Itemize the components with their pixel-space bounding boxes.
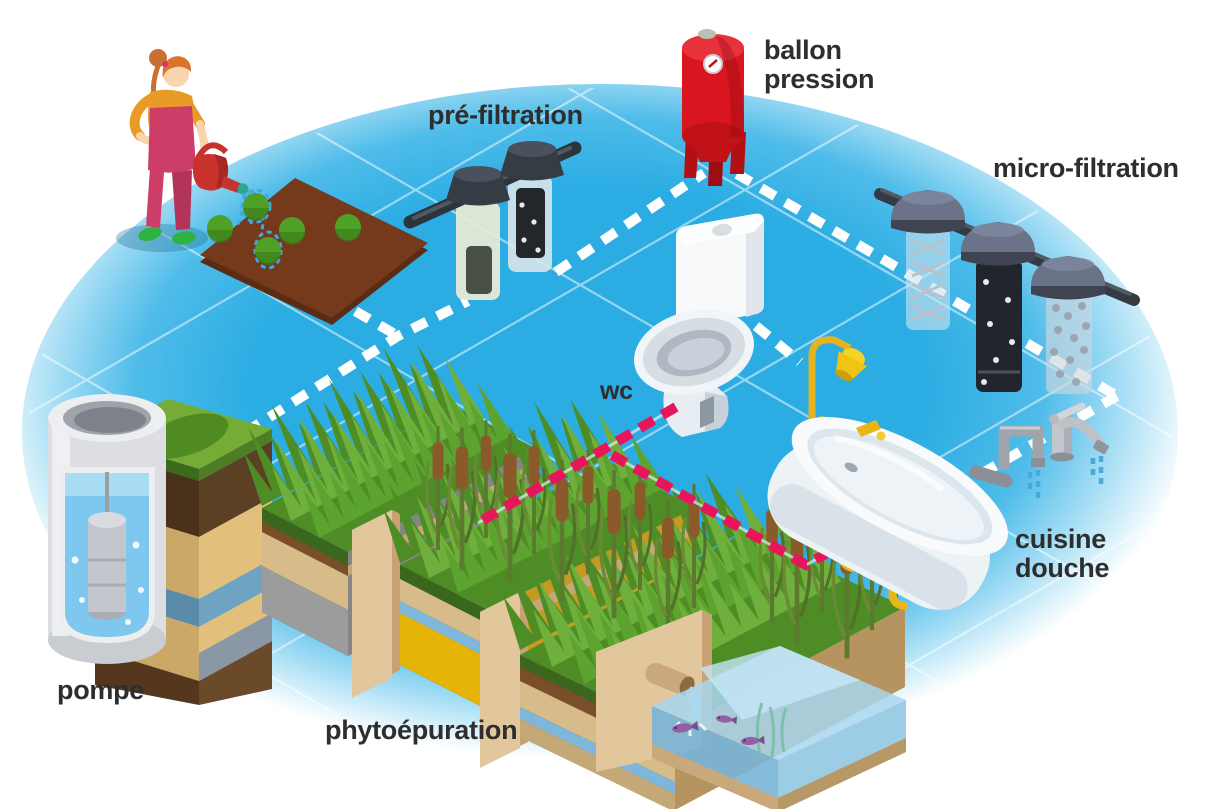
label-pompe: pompe	[57, 675, 145, 705]
pressure-tank-illustration	[682, 29, 746, 186]
reed-beds-illustration	[222, 327, 909, 809]
toilet-illustration	[633, 213, 764, 437]
label-pre-filtration: pré-filtration	[428, 100, 583, 130]
label-micro-filtration: micro-filtration	[993, 153, 1179, 183]
label-wc: wc	[600, 377, 633, 405]
watering-can	[192, 142, 249, 195]
label-phytoepuration: phytoépuration	[325, 715, 518, 745]
gardener-figure	[116, 49, 210, 252]
well-pump-illustration	[48, 394, 272, 705]
supply-line-garden-branch	[304, 278, 401, 341]
greywater-line-wc	[475, 402, 679, 528]
label-cuisine-line1: cuisine	[1015, 524, 1106, 554]
seaweed	[755, 702, 788, 758]
supply-line-toilet-branch	[752, 322, 804, 366]
micro-filtration-illustration	[874, 188, 1140, 394]
label-ballon-line1: ballon	[764, 35, 842, 65]
pond-illustration	[596, 610, 906, 809]
bathtub-illustration	[767, 417, 1008, 610]
label-cuisine-line2: douche	[1015, 553, 1110, 584]
supply-line-prefiltration-tank	[553, 168, 707, 277]
pre-filtration-illustration	[403, 141, 582, 300]
kitchen-taps-illustration	[969, 402, 1109, 498]
supply-line-pump-prefiltration	[219, 296, 471, 452]
label-ballon-line2: pression	[764, 64, 875, 95]
